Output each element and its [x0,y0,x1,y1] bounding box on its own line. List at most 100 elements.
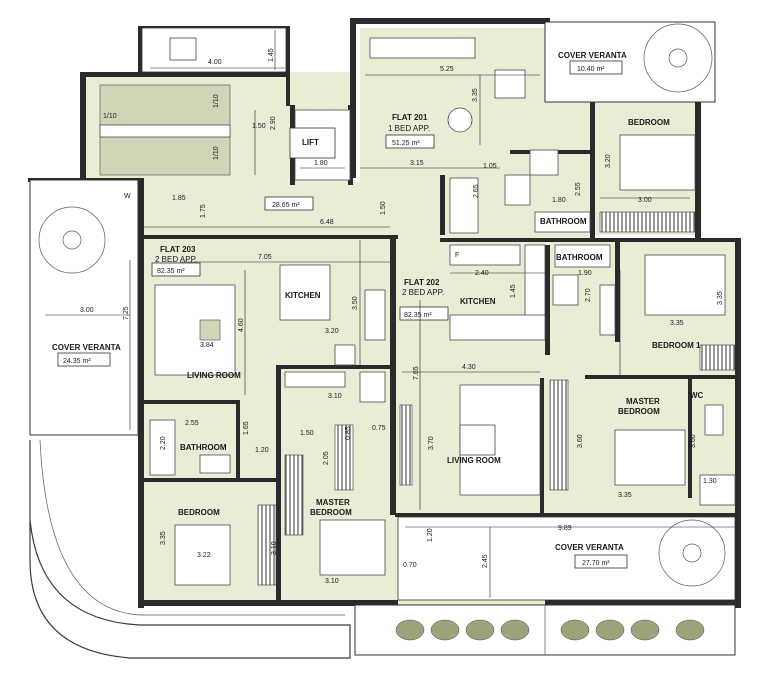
dim: 3.22 [197,552,211,559]
dim: 1.50 [380,201,387,215]
dim: 3.84 [200,342,214,349]
dim: 3.00 [80,307,94,314]
wc-202: WC [690,391,704,400]
dim: 7.25 [123,306,130,320]
dim: 4.00 [208,59,222,66]
veranta-bottom-area: 27.70 m² [582,560,610,567]
veranta-left-name: COVER VERANTA [52,343,121,352]
flat203-name: FLAT 203 [160,245,196,254]
dim: 7.65 [413,366,420,380]
dim: 3.10 [328,393,342,400]
dimension-lines [45,30,735,598]
dim: 2.20 [160,436,167,450]
flat202-area: 82.35 m² [404,312,432,319]
kitchen-203: KITCHEN [285,291,321,300]
dim: 5.25 [440,66,454,73]
veranta-bottom-name: COVER VERANTA [555,543,624,552]
dim: 7.05 [258,254,272,261]
area-badges [57,60,628,569]
dim: 3.60 [577,434,584,448]
flat201-type: 1 BED APP. [388,124,430,133]
dim: 1.45 [268,48,275,62]
f-tag: F [455,252,459,259]
flat203-type: 2 BED APP. [155,255,197,264]
dim: 0.85 [345,426,352,440]
dim: 2.55 [185,420,199,427]
dim: 3.10 [325,578,339,585]
dim: 4.30 [462,364,476,371]
furniture [149,37,736,586]
master-203-l2: BEDROOM [310,508,352,517]
bedroom-203: BEDROOM [178,508,220,517]
dim: 1.30 [703,478,717,485]
dimension-labels: 4.00 1.45 5.25 3.35 1.50 2.90 1.80 3.15 … [80,48,724,585]
flat202-name: FLAT 202 [404,278,440,287]
bedroom-201: BEDROOM [628,118,670,127]
dim: 3.35 [160,531,167,545]
bathroom-201: BATHROOM [540,217,587,226]
dim: 1.50 [300,430,314,437]
dim: 2.65 [473,184,480,198]
dim: 2.40 [475,270,489,277]
dim: 2.05 [323,451,330,465]
dim: 1.90 [578,270,592,277]
living-202: LIVING ROOM [447,456,501,465]
left-veranta [29,179,351,659]
veranta-left-area: 24.35 m² [63,358,91,365]
dim: 3.20 [605,154,612,168]
lift-label: LIFT [302,138,319,147]
master-203-l1: MASTER [316,498,350,507]
dim: 1/10 [213,146,220,160]
lobby-area: 28.65 m² [272,202,300,209]
bathroom-202: BATHROOM [556,253,603,262]
dim: 3.35 [670,320,684,327]
dim: 3.35 [717,291,724,305]
dim: 3.15 [410,160,424,167]
dim: 2.90 [270,116,277,130]
dim: 1.65 [243,421,250,435]
dim: 3.60 [690,434,697,448]
bedroom1-202: BEDROOM 1 [652,341,701,350]
living-203: LIVING ROOM [187,371,241,380]
dim: 3.35 [472,88,479,102]
dim: 4.60 [238,318,245,332]
dim: 1.05 [483,163,497,170]
dim: 0.75 [372,425,386,432]
dim: 1/10 [103,113,117,120]
dim: 1.85 [172,195,186,202]
master-202-l1: MASTER [626,397,660,406]
dim: 3.10 [271,541,278,555]
flat201-area: 51.25 m² [392,140,420,147]
dim: 2.45 [482,554,489,568]
bottom-veranta [354,516,736,656]
bathroom-203: BATHROOM [180,443,227,452]
master-202-l2: BEDROOM [618,407,660,416]
flat202-type: 2 BED APP. [402,288,444,297]
dim: 3.70 [428,436,435,450]
dim: 1.75 [200,204,207,218]
dim: 3.20 [325,328,339,335]
dim: 2.70 [585,288,592,302]
dim: 3.50 [352,296,359,310]
dim: 1.20 [427,528,434,542]
dim: 3.35 [618,492,632,499]
interior-walls [140,100,740,605]
room-labels: FLAT 201 1 BED APP. 51.25 m² LIFT 28.65 … [52,51,704,567]
dim: 3.00 [638,197,652,204]
flat203-area: 82.35 m² [157,268,185,275]
veranta-tr-area: 10.40 m² [577,66,605,73]
dim: 6.48 [320,219,334,226]
dim: 2.55 [575,182,582,196]
dim: 9.89 [558,525,572,532]
dim: 1/10 [213,94,220,108]
veranta-tr-name: COVER VERANTA [558,51,627,60]
dim: 1.50 [252,123,266,130]
dim: 1.80 [314,160,328,167]
dim: 1.80 [552,197,566,204]
kitchen-202: KITCHEN [460,297,496,306]
dim: 1.45 [510,284,517,298]
w-tag: W [124,193,131,200]
dim: 0.70 [403,562,417,569]
dim: 1.20 [255,447,269,454]
